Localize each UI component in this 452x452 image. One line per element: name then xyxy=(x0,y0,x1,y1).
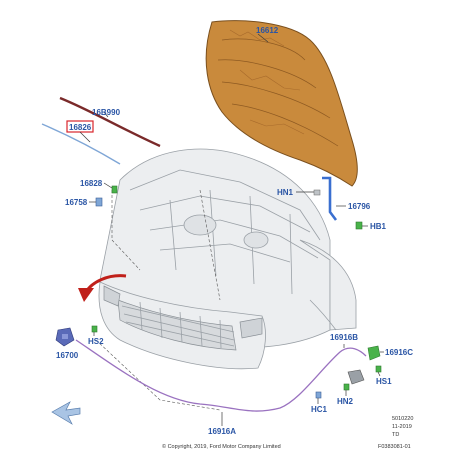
hs1-label: HS1 xyxy=(376,377,392,386)
dash-line-left xyxy=(111,190,141,271)
hood-label: 16612 xyxy=(256,26,279,35)
cable-16916b-label: 16916B xyxy=(330,333,358,342)
hood-seal-leader xyxy=(103,111,109,118)
release-cable xyxy=(75,339,367,412)
latch-label: 16700 xyxy=(56,351,79,360)
hs1-leader xyxy=(377,371,381,377)
hood-seal-label: 16B990 xyxy=(92,108,121,117)
direction-arrow-head xyxy=(78,288,94,302)
prop-rod-leader xyxy=(79,131,91,143)
hb1-bolt xyxy=(355,221,363,230)
vehicle-front-body xyxy=(98,148,357,370)
hn1-bolt xyxy=(313,189,321,196)
clip-16828-leader xyxy=(103,182,113,189)
copyright-text: © Copyright, 2019, Ford Motor Company Li… xyxy=(162,443,281,450)
footer-code-4: F0383081-01 xyxy=(378,444,411,450)
cable-16916c-label: 16916C xyxy=(385,348,413,357)
dash-line-center xyxy=(199,189,221,301)
hn1-label: HN1 xyxy=(277,188,294,197)
prop-rod-label: 16826 xyxy=(69,123,92,132)
clip-16758 xyxy=(95,197,103,207)
latch-16700 xyxy=(55,327,75,347)
hood-strut-label: 16796 xyxy=(348,202,371,211)
cable-bracket-16916c xyxy=(367,345,381,361)
footer-code-1: 5010220 xyxy=(392,416,413,422)
cable-16916a-label: 16916A xyxy=(208,427,236,436)
clip-16758-label: 16758 xyxy=(65,198,88,207)
dash-line-latch xyxy=(95,339,221,411)
hs2-label: HS2 xyxy=(88,337,104,346)
hb1-label: HB1 xyxy=(370,222,387,231)
hood-leader xyxy=(257,33,269,43)
hn2-nut xyxy=(343,383,350,391)
hc1-clip xyxy=(315,391,322,399)
clip-16828-label: 16828 xyxy=(80,179,103,188)
hs2-screw xyxy=(91,325,98,333)
orientation-arrow-icon xyxy=(51,401,81,425)
footer-code-3: TD xyxy=(392,432,399,438)
hood-strut xyxy=(322,176,338,221)
hood-seal-strip xyxy=(59,96,161,148)
hc1-label: HC1 xyxy=(311,405,328,414)
clip-16828 xyxy=(111,185,118,194)
hn2-label: HN2 xyxy=(337,397,354,406)
hood-panel xyxy=(205,20,358,187)
cable-handle xyxy=(347,369,365,385)
prop-rod xyxy=(41,123,121,165)
hs1-screw xyxy=(375,365,382,373)
footer-code-2: 11-2019 xyxy=(392,424,412,430)
